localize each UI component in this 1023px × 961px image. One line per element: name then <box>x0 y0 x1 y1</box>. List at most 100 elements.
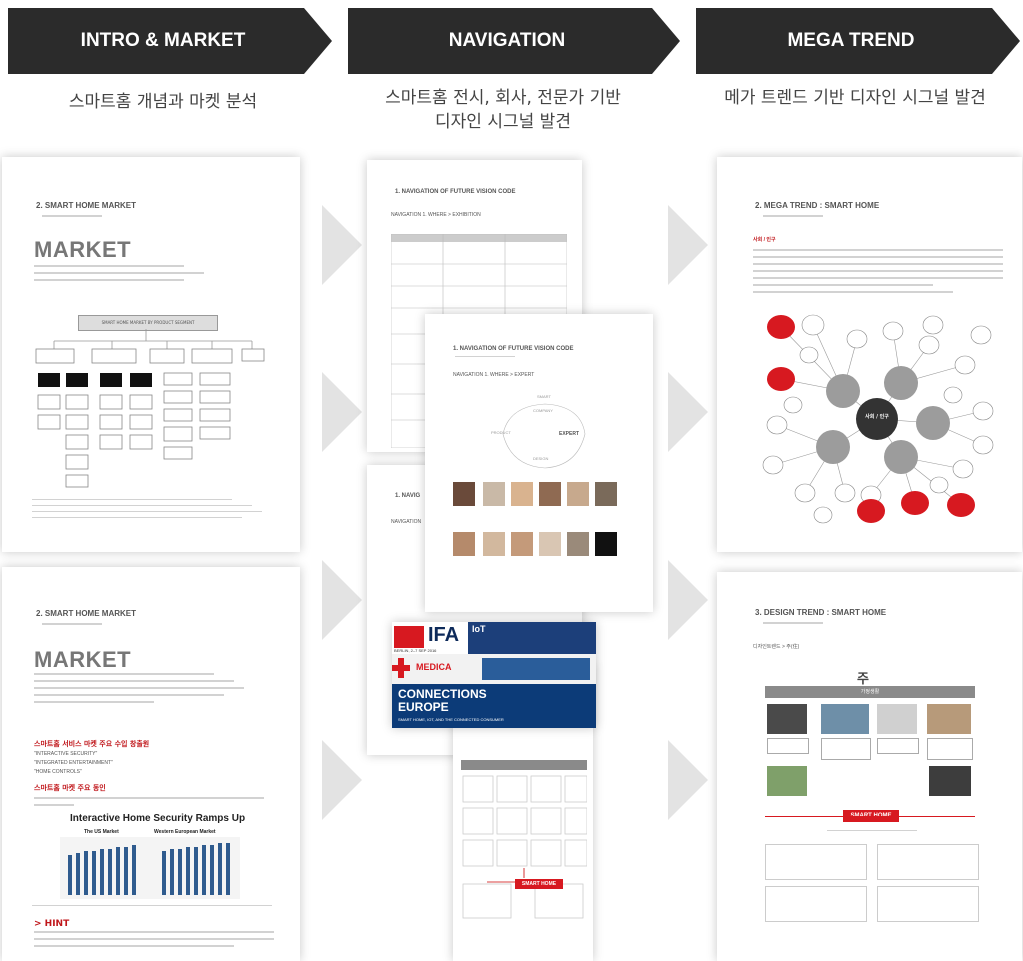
hand-device-photo <box>929 766 971 796</box>
mindmap-center-label: 사회 / 인구 <box>865 414 889 420</box>
text-line <box>753 256 1003 258</box>
expert-portrait <box>453 532 475 556</box>
page-title: 1. NAVIGATION OF FUTURE VISION CODE <box>453 346 574 352</box>
insight-box <box>765 844 867 880</box>
smart-home-grid <box>461 760 587 919</box>
bullet: "INTERACTIVE SECURITY" <box>34 751 98 757</box>
text-line <box>34 265 184 267</box>
segment-diagram <box>35 329 265 488</box>
subtitle-line: 디자인 시그널 발견 <box>435 112 571 132</box>
category-highlight: 사회 / 인구 <box>753 237 776 243</box>
chevron-right-icon <box>322 740 362 820</box>
text-line <box>455 356 515 357</box>
europe-text: EUROPE <box>398 700 449 714</box>
subtitle-line: 스마트홈 전시, 회사, 전문가 기반 <box>385 88 621 108</box>
subtitle-line: 메가 트렌드 기반 디자인 시그널 발견 <box>724 88 986 108</box>
text-line <box>753 263 1003 265</box>
chevron-right-icon <box>322 372 362 452</box>
design-trend-page[interactable]: 3. DESIGN TREND : SMART HOME 디자인트렌드 > 주(… <box>717 572 1022 961</box>
bullet: "HOME CONTROLS" <box>34 769 82 775</box>
svg-text:DESIGN: DESIGN <box>533 456 548 461</box>
intro-page-market-revenue[interactable]: 2. SMART HOME MARKET MARKET 스마트홈 서비스 마켓 … <box>2 567 300 961</box>
text-line <box>34 797 264 799</box>
header-arrow-shape <box>696 8 1020 74</box>
page-subtitle: NAVIGATION 1. WHERE > EXPERT <box>453 372 535 378</box>
chevron-right-icon <box>322 560 362 640</box>
caption-box <box>767 738 809 754</box>
text-line <box>34 938 274 940</box>
page-title: 2. SMART HOME MARKET <box>36 201 136 210</box>
category-red: 사회 / 인구 <box>753 237 776 244</box>
apartment-photo <box>767 766 807 796</box>
chevron-right-icon <box>668 560 708 640</box>
text-line <box>753 284 933 286</box>
caption-box <box>877 738 919 754</box>
svg-text:COMPANY: COMPANY <box>533 408 553 413</box>
text-line <box>763 215 823 217</box>
text-line <box>34 272 204 274</box>
exhibition-banners[interactable]: IFA BERLIN, 2–7 SEP 2016 IoT MEDICA CONN… <box>392 622 596 728</box>
text-line <box>753 270 1003 272</box>
medica-cross-h <box>392 665 410 671</box>
hint-heading: > HINT <box>34 919 70 929</box>
chevron-right-icon <box>668 205 708 285</box>
header-navigation[interactable]: NAVIGATION <box>348 8 680 74</box>
text-line <box>34 279 184 281</box>
security-bar-chart <box>60 837 240 899</box>
expert-portrait <box>511 482 533 506</box>
text-line <box>34 673 214 675</box>
connections-text: CONNECTIONS <box>398 687 487 701</box>
header-intro-market[interactable]: INTRO & MARKET <box>8 8 332 74</box>
subtitle-line: 스마트홈 개념과 마켓 분석 <box>68 92 258 112</box>
caption-box <box>927 738 973 760</box>
header-label: NAVIGATION <box>448 30 566 51</box>
header-arrow-shape <box>8 8 332 74</box>
connections-banner: CONNECTIONS EUROPE SMART HOME, IOT, AND … <box>392 684 596 728</box>
device-photo <box>877 704 917 734</box>
insight-box <box>877 844 979 880</box>
footnote-line <box>32 505 252 506</box>
building-photo <box>821 704 869 734</box>
text-line <box>34 687 244 689</box>
page-title: 2. MEGA TREND : SMART HOME <box>755 201 880 210</box>
mindmap-center <box>856 398 898 440</box>
footnote-line <box>32 499 232 500</box>
text-line <box>827 830 917 831</box>
ifa-date: BERLIN, 2–7 SEP 2016 <box>394 648 437 653</box>
text-line <box>42 215 102 217</box>
expert-portrait <box>595 532 617 556</box>
ifa-logo <box>394 626 424 648</box>
navigation-page-expert[interactable]: 1. NAVIGATION OF FUTURE VISION CODE NAVI… <box>425 314 653 612</box>
text-line <box>34 680 234 682</box>
page-title: 1. NAVIG <box>395 493 421 499</box>
subtitle-intro: 스마트홈 개념과 마켓 분석 <box>8 90 318 114</box>
svg-text:PRODUCT: PRODUCT <box>491 430 511 435</box>
text-line <box>753 291 953 293</box>
page-title: 1. NAVIGATION OF FUTURE VISION CODE <box>395 189 516 195</box>
expert-portrait <box>511 532 533 556</box>
chart-title: Interactive Home Security Ramps Up <box>70 813 246 824</box>
expert-portrait <box>539 482 561 506</box>
expert-portrait <box>567 482 589 506</box>
text-line <box>34 945 234 947</box>
chevron-right-icon <box>322 205 362 285</box>
intro-page-market-segment[interactable]: 2. SMART HOME MARKET MARKET SMART HOME M… <box>2 157 300 552</box>
expert-label: EXPERT <box>559 431 580 437</box>
expert-portrait <box>595 482 617 506</box>
expert-portrait <box>567 532 589 556</box>
mega-trend-page-social[interactable]: 2. MEGA TREND : SMART HOME 사회 / 인구 <box>717 157 1022 552</box>
insight-box <box>765 886 867 922</box>
diagram-title: SMART HOME MARKET BY PRODUCT SEGMENT <box>78 315 218 331</box>
bullet: "INTEGRATED ENTERTAINMENT" <box>34 760 113 766</box>
chevron-right-icon <box>668 372 708 452</box>
text-line <box>753 277 1003 279</box>
red-connector-line <box>765 816 975 817</box>
header-label: MEGA TREND <box>787 30 915 51</box>
section-heading: 스마트홈 마켓 주요 동인 <box>34 784 106 792</box>
header-arrow-shape <box>348 8 680 74</box>
caption-box <box>821 738 871 760</box>
expert-portrait <box>453 482 475 506</box>
header-mega-trend[interactable]: MEGA TREND <box>696 8 1020 74</box>
expert-portrait <box>483 482 505 506</box>
chevron-right-icon <box>668 740 708 820</box>
